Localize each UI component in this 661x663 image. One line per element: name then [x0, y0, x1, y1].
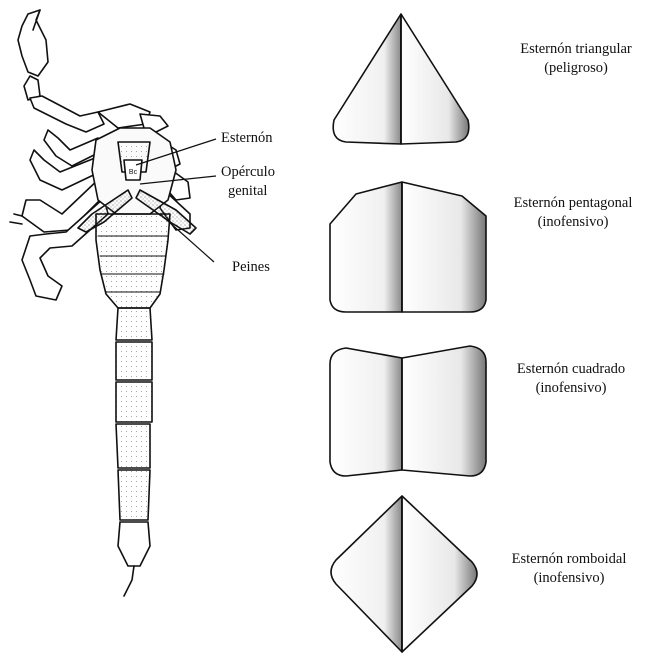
tail-segment-1: [116, 308, 152, 340]
left-claw: [18, 10, 48, 76]
label-peines: Peines: [232, 258, 270, 276]
caption-cuadrado-name: Esternón cuadrado: [486, 360, 656, 379]
caption-triangular-note: (peligroso): [491, 59, 661, 78]
sternum-pentagonal: [330, 182, 486, 312]
tail-segment-3: [116, 382, 152, 422]
caption-pentagonal-note: (inofensivo): [488, 213, 658, 232]
sternum-shapes: [330, 14, 486, 652]
caption-romboidal-name: Esternón romboidal: [484, 550, 654, 569]
label-esternon: Esternón: [221, 129, 273, 147]
scorpion-illustration: Bc: [10, 10, 196, 596]
caption-cuadrado: Esternón cuadrado (inofensivo): [486, 360, 656, 398]
mesosoma: [96, 214, 170, 308]
telson: [118, 522, 150, 566]
tail-segment-2: [116, 342, 152, 380]
caption-romboidal: Esternón romboidal (inofensivo): [484, 550, 654, 588]
caption-pentagonal-name: Esternón pentagonal: [488, 194, 658, 213]
sternum-triangular: [333, 14, 469, 144]
caption-romboidal-note: (inofensivo): [484, 569, 654, 588]
caption-cuadrado-note: (inofensivo): [486, 379, 656, 398]
caption-pentagonal: Esternón pentagonal (inofensivo): [488, 194, 658, 232]
label-operculo-line2: genital: [228, 182, 267, 200]
tail-segment-4: [116, 424, 150, 468]
aculeus: [124, 566, 134, 596]
sternum-cuadrado: [330, 346, 486, 476]
caption-triangular: Esternón triangular (peligroso): [491, 40, 661, 78]
sternum-romboidal: [331, 496, 477, 652]
svg-text:Bc: Bc: [129, 169, 138, 176]
label-operculo-line1: Opérculo: [221, 163, 275, 181]
tail-segment-5: [118, 470, 150, 520]
caption-triangular-name: Esternón triangular: [491, 40, 661, 59]
